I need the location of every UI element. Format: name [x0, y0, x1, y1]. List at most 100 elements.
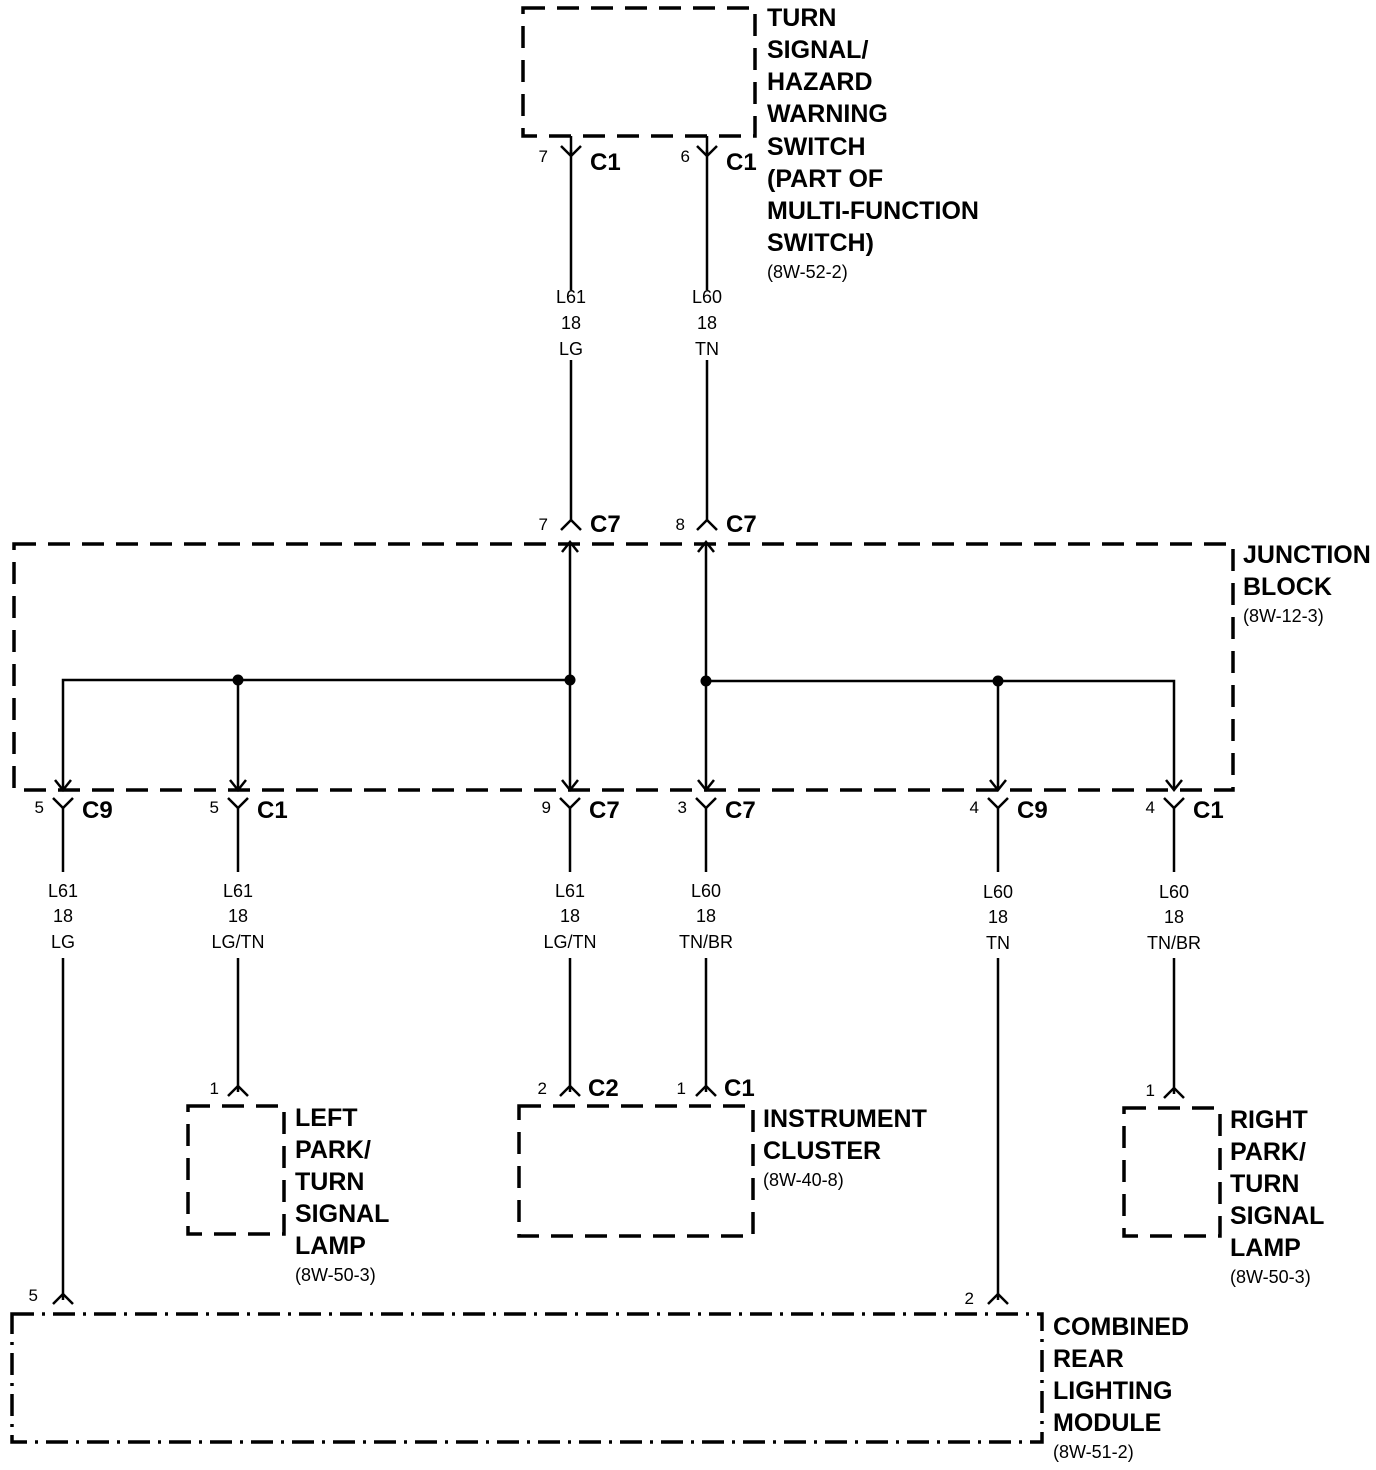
connector-left-lamp-1: [227, 1084, 249, 1097]
wire-color: LG/TN: [543, 932, 596, 952]
component-title-line: PARK/: [295, 1136, 371, 1164]
component-title-line: INSTRUMENT: [763, 1105, 927, 1133]
arrow-down: [989, 779, 1007, 793]
arrow-up: [561, 539, 579, 553]
wire-circuit: L61: [556, 287, 586, 307]
pin-number: 7: [539, 515, 548, 534]
right-lamp-label: RIGHT PARK/ TURN SIGNAL LAMP (8W-50-3): [1230, 1106, 1324, 1287]
component-title-line: REAR: [1053, 1345, 1124, 1373]
component-ref: (8W-51-2): [1053, 1442, 1134, 1462]
instrument-cluster-box: [517, 1104, 755, 1238]
wire-gauge: 18: [1164, 907, 1184, 927]
wire-circuit: L60: [692, 287, 722, 307]
wire-gauge: 18: [560, 906, 580, 926]
connector-rlm-2: [987, 1292, 1009, 1305]
pin-number: 5: [29, 1286, 38, 1305]
component-title-line: LAMP: [1230, 1234, 1301, 1262]
connector-name: C1: [1193, 797, 1224, 824]
component-title-line: SWITCH): [767, 229, 874, 257]
component-title-line: JUNCTION: [1243, 541, 1371, 569]
component-title-line: TURN: [1230, 1170, 1299, 1198]
pin-number: 8: [676, 515, 685, 534]
right-lamp-box: [1122, 1106, 1222, 1238]
connector-jb-c9-4: [987, 797, 1009, 810]
pin-number: 5: [35, 798, 44, 817]
connector-jb-c1-5: [227, 797, 249, 810]
component-title-line: LIGHTING: [1053, 1377, 1172, 1405]
connector-jb-c7-8: [696, 518, 718, 531]
connector-jb-c7-3: [695, 797, 717, 810]
component-title-line: SIGNAL/: [767, 36, 868, 64]
wire-circuit: L60: [1159, 882, 1189, 902]
pin-number: 2: [538, 1079, 547, 1098]
pin-number: 9: [542, 798, 551, 817]
splice-dot: [992, 675, 1004, 687]
arrow-down: [54, 779, 72, 793]
left-lamp-label: LEFT PARK/ TURN SIGNAL LAMP (8W-50-3): [295, 1104, 389, 1285]
component-title-line: LEFT: [295, 1104, 358, 1132]
wire-gauge: 18: [696, 906, 716, 926]
pin-number: 1: [210, 1079, 219, 1098]
component-ref: (8W-52-2): [767, 262, 848, 282]
junction-block-box: [12, 542, 1235, 792]
wire-color: LG: [51, 932, 75, 952]
wire-label-top-l61: L61 18 LG: [556, 287, 586, 359]
wire-label-c1-5: L61 18 LG/TN: [211, 881, 264, 952]
connector-sw-c1-6: [696, 136, 718, 158]
connector-jb-c7-9: [559, 797, 581, 810]
component-ref: (8W-12-3): [1243, 606, 1324, 626]
instrument-cluster-label: INSTRUMENT CLUSTER (8W-40-8): [763, 1105, 927, 1190]
component-title-line: TURN: [767, 4, 836, 32]
wire-color: TN: [695, 339, 719, 359]
wire-gauge: 18: [53, 906, 73, 926]
pin-number: 4: [1146, 798, 1155, 817]
splice-dot: [232, 674, 244, 686]
pin-number: 2: [965, 1289, 974, 1308]
wire-color: TN/BR: [1147, 933, 1201, 953]
connector-right-lamp-1: [1163, 1086, 1185, 1099]
wire-color: TN/BR: [679, 932, 733, 952]
pin-number: 6: [681, 147, 690, 166]
pin-number: 1: [677, 1079, 686, 1098]
component-title-line: MODULE: [1053, 1409, 1161, 1437]
connector-sw-c1-7: [560, 136, 582, 158]
arrow-down: [697, 779, 715, 793]
component-title-line: BLOCK: [1243, 573, 1332, 601]
pin-number: 7: [539, 147, 548, 166]
wire-gauge: 18: [561, 313, 581, 333]
component-ref: (8W-50-3): [1230, 1267, 1311, 1287]
wire-label-c9-4: L60 18 TN: [983, 882, 1013, 953]
pin-number: 1: [1146, 1081, 1155, 1100]
splice-dot: [700, 675, 712, 687]
wire-color: TN: [986, 933, 1010, 953]
wire-label-top-l60: L60 18 TN: [692, 287, 722, 359]
component-title-line: SIGNAL: [1230, 1202, 1324, 1230]
jb-bus-l61-horizontal: [61, 678, 570, 790]
arrow-down: [1165, 779, 1183, 793]
pin-number: 5: [210, 798, 219, 817]
connector-rlm-5: [52, 1292, 74, 1305]
component-title-line: MULTI-FUNCTION: [767, 197, 979, 225]
component-title-line: CLUSTER: [763, 1137, 881, 1165]
wire-label-c7-9: L61 18 LG/TN: [543, 881, 596, 952]
component-title-line: SWITCH: [767, 133, 866, 161]
connector-jb-c1-4: [1163, 797, 1185, 810]
connector-ic-c2-2: [559, 1084, 581, 1097]
wire-gauge: 18: [988, 907, 1008, 927]
wire-circuit: L60: [983, 882, 1013, 902]
arrow-down: [561, 779, 579, 793]
component-title-line: SIGNAL: [295, 1200, 389, 1228]
wire-label-c7-3: L60 18 TN/BR: [679, 881, 733, 952]
arrow-down: [229, 779, 247, 793]
connector-name: C1: [726, 149, 757, 176]
component-title-line: LAMP: [295, 1232, 366, 1260]
turn-signal-switch-label: TURN SIGNAL/ HAZARD WARNING SWITCH (PART…: [767, 4, 979, 282]
wire-circuit: L60: [691, 881, 721, 901]
connector-name: C1: [724, 1075, 755, 1102]
component-title-line: HAZARD: [767, 68, 873, 96]
connector-name: C7: [590, 511, 621, 538]
wire-circuit: L61: [223, 881, 253, 901]
wire-gauge: 18: [697, 313, 717, 333]
component-title-line: (PART OF: [767, 165, 883, 193]
component-title-line: RIGHT: [1230, 1106, 1308, 1134]
